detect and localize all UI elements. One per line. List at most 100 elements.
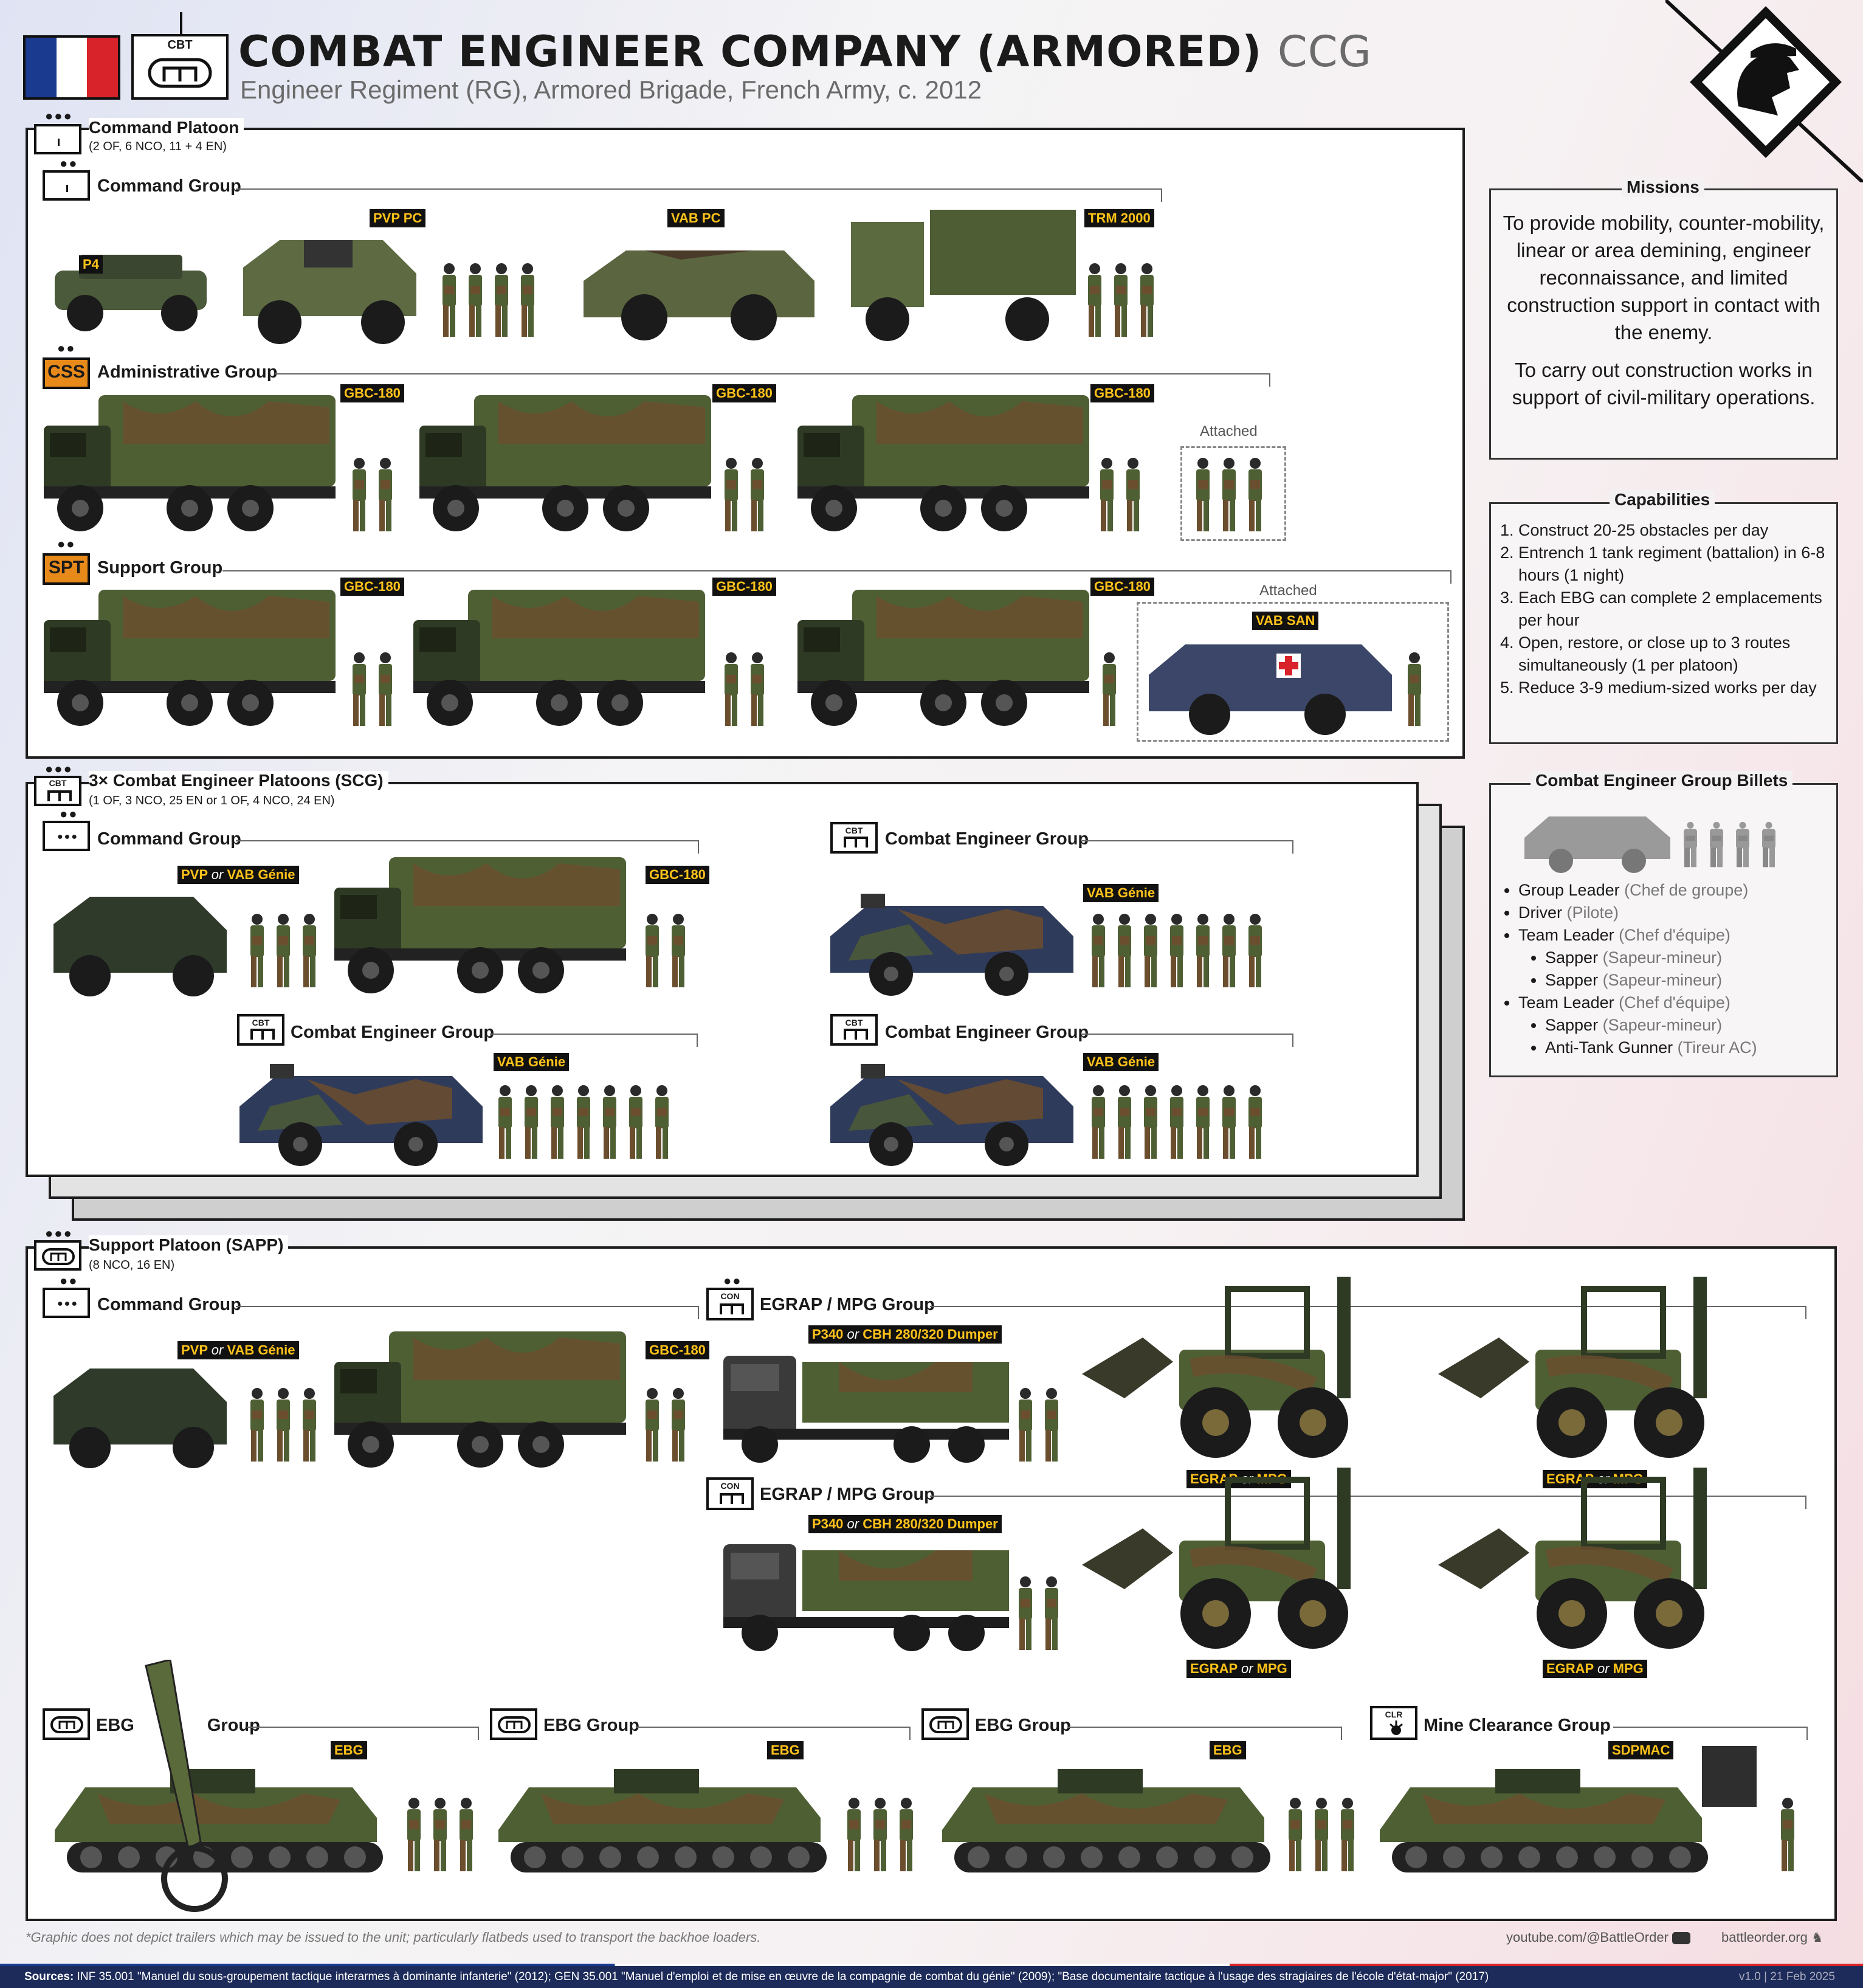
command-platoon-strength: (2 OF, 6 NCO, 11 + 4 EN) [89, 140, 227, 153]
ebg-tag: EBG [1210, 1741, 1246, 1759]
pvp-vehicle [53, 1368, 227, 1468]
site-link[interactable]: battleorder.org ♞ [1721, 1930, 1823, 1945]
footnote: *Graphic does not depict trailers which … [26, 1930, 761, 1945]
vab-pc-vehicle [584, 250, 814, 340]
support-platoon-symbol: ●●● [34, 1227, 81, 1271]
billet-soldiers-icon [1684, 821, 1775, 868]
pvp-vehicle [53, 897, 227, 996]
billet-item: Sapper (Sapeur-mineur) [1545, 969, 1847, 992]
gbc-180-tag: GBC-180 [340, 578, 404, 596]
pvp-pc-vehicle [243, 240, 416, 344]
mine-icon [1390, 1721, 1403, 1735]
capability-item: Entrench 1 tank regiment (battalion) in … [1518, 542, 1847, 587]
missions-title: Missions [1622, 178, 1704, 197]
soldiers-admin-attached [1196, 458, 1262, 531]
company-unit-symbol: CBT [131, 12, 229, 100]
soldiers-support-3 [1103, 652, 1116, 726]
gbc-180-truck [413, 590, 705, 726]
support-group-label: Support Group [97, 558, 223, 578]
ebg-tank [55, 1769, 383, 1872]
pvp-or-vab-genie-tag: PVP or VAB Génie [177, 1341, 299, 1359]
gbc-180-truck [419, 395, 711, 531]
capability-item: Reduce 3-9 medium-sized works per day [1518, 677, 1847, 699]
ebg-tank [498, 1769, 827, 1872]
billet-item: Team Leader (Chef d'équipe) [1518, 992, 1847, 1014]
gbc-180-truck [44, 590, 336, 726]
command-platoon-title: Command Platoon [89, 118, 244, 137]
tricolor-line [0, 1964, 1863, 1966]
ebg-group-label: EBG Group [975, 1716, 1071, 1735]
ebg-tank [942, 1769, 1270, 1872]
soldiers-cmd-group-1 [443, 263, 534, 337]
egrap-group-symbol: ●●CON [706, 1274, 754, 1320]
page-title: COMBAT ENGINEER COMPANY (ARMORED) [238, 27, 1262, 77]
sp-command-group-label: Command Group [97, 1295, 241, 1314]
vab-pc-tag: VAB PC [667, 209, 725, 227]
command-group-symbol: ●● [43, 157, 90, 201]
youtube-link[interactable]: youtube.com/@BattleOrder [1506, 1930, 1691, 1945]
page-abbr: CCG [1277, 27, 1372, 77]
gbc-180-truck [797, 395, 1089, 531]
version-text: v1.0 | 21 Feb 2025 [1732, 1966, 1835, 1988]
ebg-group-symbol [921, 1708, 969, 1740]
p4-vehicle [55, 255, 207, 331]
gbc-180-tag: GBC-180 [646, 866, 709, 884]
soldiers-admin-2 [725, 458, 764, 531]
combat-platoons-title: 3× Combat Engineer Platoons (SCG) [89, 771, 388, 790]
gbc-180-tag: GBC-180 [646, 1341, 709, 1359]
gbc-180-truck [334, 857, 626, 993]
billet-item: Sapper (Sapeur-mineur) [1545, 947, 1847, 969]
soldiers-admin-3 [1100, 458, 1140, 531]
vab-genie-tag: VAB Génie [1083, 884, 1159, 902]
ebg-group-symbol [490, 1708, 537, 1740]
egrap-loader [1082, 1468, 1351, 1649]
attached-label: Attached [1200, 423, 1258, 440]
attached-box [1137, 602, 1449, 742]
soldiers-ceg-2 [498, 1085, 669, 1159]
soldiers-egrap-1 [1019, 1388, 1058, 1462]
armored-engineer-icon [148, 58, 212, 88]
gbc-180-tag: GBC-180 [340, 384, 404, 402]
capability-item: Open, restore, or close up to 3 routes s… [1518, 632, 1847, 677]
sdpmac-tank [1380, 1769, 1708, 1872]
missions-p2: To carry out construction works in suppo… [1512, 359, 1816, 409]
vab-san-vehicle [1149, 644, 1392, 735]
ebg-group-label: EBG Group [543, 1716, 639, 1735]
soldiers-ceg-1 [1092, 914, 1262, 987]
vab-genie-vehicle [239, 1064, 483, 1166]
french-flag [23, 35, 120, 100]
ceg-symbol: CBT [830, 822, 878, 854]
gbc-180-tag: GBC-180 [1090, 578, 1154, 596]
vab-genie-vehicle [830, 894, 1073, 996]
trm-2000-vehicle [851, 210, 1076, 341]
gbc-180-tag: GBC-180 [712, 384, 776, 402]
pvp-or-vab-genie-tag: PVP or VAB Génie [177, 866, 299, 884]
pvp-pc-tag: PVP PC [370, 209, 426, 227]
billets-list: Group Leader (Chef de groupe) Driver (Pi… [1504, 879, 1847, 1059]
egrap-or-mpg-tag: EGRAP or MPG [1186, 1660, 1291, 1678]
horse-head-icon: ♞ [1811, 1930, 1823, 1945]
capability-item: Each EBG can complete 2 emplacements per… [1518, 587, 1847, 632]
administrative-group-label: Administrative Group [97, 362, 278, 382]
dumper-truck [723, 1544, 1009, 1651]
vab-genie-tag: VAB Génie [494, 1053, 570, 1071]
capabilities-title: Capabilities [1610, 490, 1715, 509]
soldiers-admin-1 [353, 458, 392, 531]
combat-platoons-strength: (1 OF, 3 NCO, 25 EN or 1 OF, 4 NCO, 24 E… [89, 794, 335, 807]
egrap-loader [1438, 1468, 1707, 1649]
command-platoon-symbol: ●●● [34, 109, 81, 154]
capabilities-list: Construct 20-25 obstacles per day Entren… [1500, 519, 1847, 699]
dumper-tag: P340 or CBH 280/320 Dumper [808, 1515, 1002, 1533]
sp-command-group-symbol: ●●●●● [43, 1274, 90, 1318]
soldiers-support-1 [353, 652, 392, 726]
missions-box [1489, 188, 1838, 460]
mine-clearance-symbol: CLR [1370, 1706, 1417, 1740]
soldiers-ebg-1 [407, 1798, 473, 1871]
gbc-180-tag: GBC-180 [1090, 384, 1154, 402]
gbc-180-tag: GBC-180 [712, 578, 776, 596]
ebg-tag: EBG [767, 1741, 804, 1759]
mine-clearance-label: Mine Clearance Group [1424, 1716, 1611, 1735]
egrap-loader [1438, 1277, 1707, 1458]
command-group-label: Command Group [97, 176, 241, 196]
soldiers-sp-cmd-2 [646, 1388, 685, 1462]
